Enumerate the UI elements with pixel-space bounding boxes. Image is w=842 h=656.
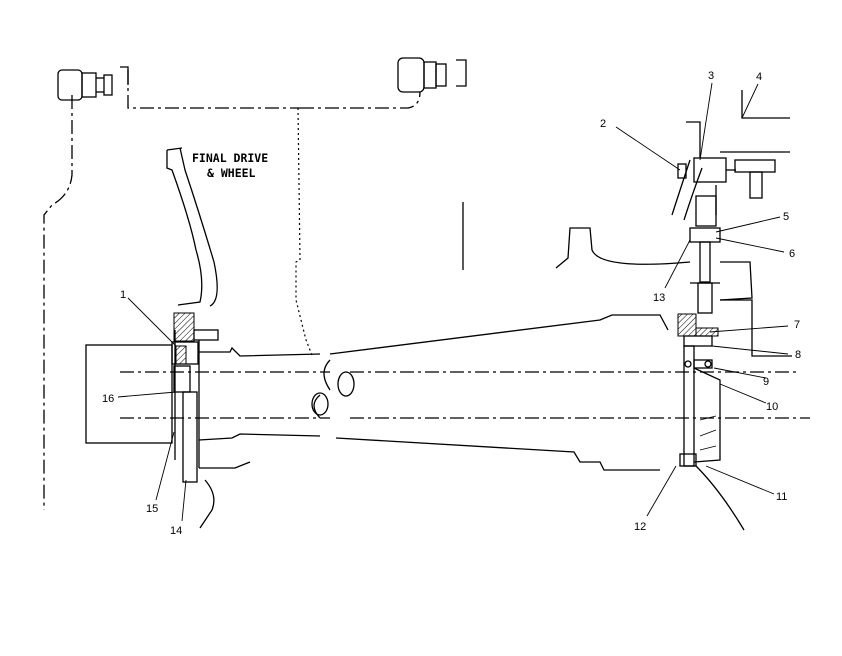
callout-9: 9 — [763, 376, 769, 388]
right-hub — [677, 313, 745, 531]
callout-2: 2 — [600, 118, 606, 130]
connector-left — [57, 66, 129, 101]
axle — [120, 314, 810, 471]
callout-16: 16 — [102, 393, 114, 405]
callout-1: 1 — [120, 289, 126, 301]
callout-7: 7 — [794, 319, 800, 331]
callout-10: 10 — [766, 401, 778, 413]
callout-labels: 1 2 3 4 5 6 7 8 9 10 11 12 13 14 15 16 — [102, 70, 801, 537]
callout-8: 8 — [795, 349, 801, 361]
callout-12: 12 — [634, 521, 646, 533]
right-bracket — [555, 227, 792, 357]
title-line-1: FINAL DRIVE — [192, 151, 268, 165]
callout-3: 3 — [708, 70, 714, 82]
callout-14: 14 — [170, 525, 182, 537]
callout-6: 6 — [789, 248, 795, 260]
callout-11: 11 — [776, 491, 787, 503]
callout-4: 4 — [756, 71, 762, 83]
connector-center — [397, 57, 467, 93]
frame-outline — [43, 70, 421, 510]
callout-5: 5 — [783, 211, 789, 223]
callout-13: 13 — [653, 292, 665, 304]
right-sensor-assembly — [671, 90, 790, 314]
left-hub — [85, 312, 321, 529]
title-line-2: & WHEEL — [207, 166, 256, 180]
left-bracket — [166, 147, 218, 307]
callout-15: 15 — [146, 503, 158, 515]
diagram-title: FINAL DRIVE & WHEEL — [192, 151, 268, 180]
leader-lines — [117, 82, 789, 522]
